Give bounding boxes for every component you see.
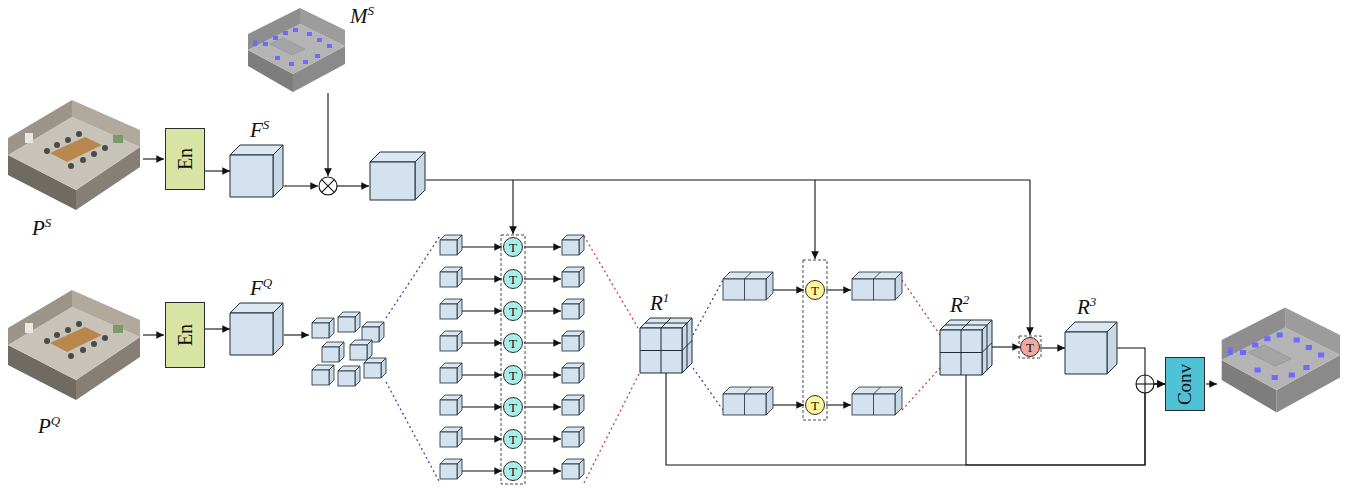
superscript: 1	[663, 290, 670, 305]
region-cubes	[723, 272, 902, 415]
transformer-label: T	[811, 284, 819, 297]
conv-label: Conv	[1176, 363, 1195, 404]
feature-cube: R2	[940, 320, 992, 375]
dashed-groups	[501, 235, 1041, 484]
add-symbol	[1136, 375, 1154, 393]
transformer-label: T	[509, 433, 517, 446]
connector-arrow	[666, 373, 1165, 465]
transformer-label: T	[1026, 341, 1034, 354]
transformer-circle: T	[503, 301, 523, 321]
multiply-symbol	[319, 177, 337, 195]
patch-rows	[440, 235, 584, 479]
transformer-label: T	[509, 401, 517, 414]
conv-box: Conv	[1165, 357, 1205, 411]
connector-arrow	[205, 328, 230, 329]
image-label: PS	[32, 218, 51, 239]
transformer-circle: T	[805, 280, 825, 300]
transformer-circle: T	[1020, 337, 1040, 357]
image-label: PQ	[38, 416, 60, 437]
query-patches	[312, 312, 386, 386]
transformer-circle: T	[503, 269, 523, 289]
point-cloud-images	[8, 8, 1340, 413]
encoder-box: En	[165, 128, 205, 190]
transformer-label: T	[811, 399, 819, 412]
feature-cube: R3	[1065, 322, 1117, 374]
superscript: 2	[963, 292, 970, 307]
superscript: S	[263, 117, 270, 132]
transformer-label: T	[509, 273, 517, 286]
cube-shape	[230, 303, 283, 355]
transformer-label: T	[509, 241, 517, 254]
encoder-box: En	[165, 302, 205, 368]
transformer-circle: T	[503, 333, 523, 353]
transformer-circle: T	[503, 365, 523, 385]
superscript: 3	[1090, 294, 1097, 309]
dotted-leaders	[386, 236, 940, 483]
superscript: S	[45, 215, 52, 230]
transformer-label: T	[509, 337, 517, 350]
transformer-circle: T	[805, 395, 825, 415]
superscript: Q	[263, 275, 272, 290]
feature-cube: R1	[640, 318, 692, 373]
connector-arrow	[992, 346, 1020, 347]
transformer-circle: T	[503, 237, 523, 257]
feature-label: FS	[250, 120, 269, 141]
transformer-label: T	[509, 369, 517, 382]
connector-arrow	[966, 375, 1165, 465]
cube-shape	[640, 318, 692, 373]
feature-label: R3	[1077, 297, 1096, 318]
transformer-label: T	[509, 465, 517, 478]
feature-label: R1	[650, 293, 669, 314]
feature-label: FQ	[250, 278, 272, 299]
transformer-circle: T	[503, 429, 523, 449]
masked-feature-cube	[370, 152, 425, 200]
superscript: Q	[51, 413, 60, 428]
cube-shape	[1065, 322, 1117, 374]
feature-cube: FS	[230, 145, 283, 197]
cube-shape	[230, 145, 283, 197]
layout-wires	[143, 93, 1217, 405]
feature-cube: FQ	[230, 303, 283, 355]
transformer-label: T	[509, 305, 517, 318]
feature-label: R2	[950, 295, 969, 316]
connector-arrow	[1040, 347, 1065, 348]
transformer-circle: T	[503, 461, 523, 481]
cube-shape	[940, 320, 992, 375]
transformer-circle: T	[503, 397, 523, 417]
encoder-label: En	[175, 324, 195, 346]
connector-arrow	[205, 170, 230, 171]
encoder-label: En	[175, 148, 195, 170]
superscript: S	[368, 3, 375, 18]
image-label: MS	[350, 6, 374, 27]
